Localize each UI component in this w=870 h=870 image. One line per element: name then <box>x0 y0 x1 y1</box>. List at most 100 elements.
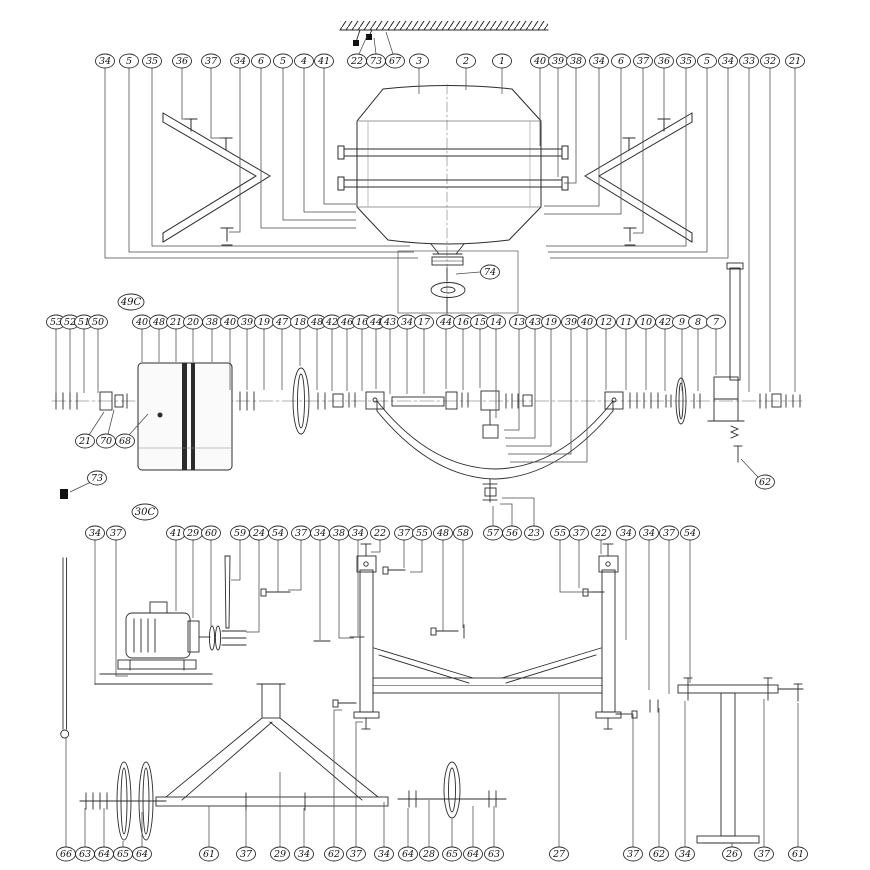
balloon-label: 28 <box>422 849 435 860</box>
balloon-ellipse <box>456 53 476 69</box>
balloon-ellipse <box>633 53 653 69</box>
balloon-ellipse <box>549 846 569 862</box>
balloon-label: 36 <box>176 56 188 67</box>
balloon-ellipse <box>75 433 95 449</box>
part-balloon-13: 13 <box>509 314 529 330</box>
part-balloon-35: 35 <box>676 53 696 69</box>
balloon-label: 40 <box>580 317 593 328</box>
balloon-ellipse <box>270 846 290 862</box>
balloon-label: 54 <box>272 528 284 539</box>
ground-hatch <box>339 21 549 46</box>
part-balloon-40: 40 <box>530 53 550 69</box>
balloon-label: 37 <box>110 528 123 539</box>
part-balloon-57: 57 <box>483 525 503 541</box>
balloon-ellipse <box>453 525 473 541</box>
leader-line <box>323 68 356 205</box>
bracket-bolt <box>623 227 637 246</box>
axle-shaft <box>391 396 445 407</box>
balloon-label: 6 <box>618 56 624 67</box>
balloon-ellipse <box>142 53 162 69</box>
part-balloon-34: 34 <box>397 314 417 330</box>
part-balloon-22: 22 <box>591 525 611 541</box>
leader-line <box>544 68 600 207</box>
balloon-ellipse <box>486 314 506 330</box>
part-balloon-64: 64 <box>463 846 483 862</box>
part-balloon-37: 37 <box>754 846 774 862</box>
leader-line <box>338 540 354 639</box>
balloon-label: 58 <box>457 528 469 539</box>
balloon-label: 29 <box>273 849 286 860</box>
part-balloon-39: 39 <box>561 314 581 330</box>
part-balloon-2: 2 <box>456 53 476 69</box>
balloon-label: 61 <box>203 849 215 860</box>
balloon-label: 34 <box>401 317 413 328</box>
balloon-ellipse <box>132 846 152 862</box>
balloon-label: 24 <box>252 528 265 539</box>
part-balloon-48: 48 <box>433 525 453 541</box>
balloon-ellipse <box>117 293 145 311</box>
part-balloon-34: 34 <box>639 525 659 541</box>
balloon-ellipse <box>718 53 738 69</box>
part-balloon-34: 34 <box>374 846 394 862</box>
balloon-ellipse <box>569 525 589 541</box>
part-balloon-67: 67 <box>385 53 405 69</box>
part-balloon-40: 40 <box>577 314 597 330</box>
part-balloon-61: 61 <box>788 846 808 862</box>
part-balloon-38: 38 <box>329 525 349 541</box>
balloon-label: 65 <box>446 849 458 860</box>
leader-line <box>288 540 302 591</box>
leader-line <box>508 329 572 455</box>
terminal-box <box>149 601 168 614</box>
balloon-ellipse <box>589 53 609 69</box>
balloon-label: 34 <box>620 528 632 539</box>
leader-line <box>210 68 224 139</box>
leader-line <box>181 68 189 120</box>
balloon-label: 37 <box>758 849 771 860</box>
part-balloon-6: 6 <box>611 53 631 69</box>
balloon-label: 49C <box>120 297 142 308</box>
leader-line <box>455 271 481 275</box>
part-balloon-48: 48 <box>149 314 169 330</box>
balloon-ellipse <box>524 525 544 541</box>
part-balloon-23: 23 <box>524 525 544 541</box>
right-bracket <box>584 112 693 246</box>
balloon-label: 37 <box>205 56 218 67</box>
balloon-label: 37 <box>627 849 640 860</box>
wheels-left <box>79 761 167 841</box>
part-balloon-41: 41 <box>166 525 186 541</box>
handle-center-fitting <box>482 424 499 439</box>
balloon-label: 35 <box>680 56 692 67</box>
balloon-label: 14 <box>490 317 502 328</box>
balloon-label: 22 <box>594 528 607 539</box>
balloon-label: 16 <box>356 317 368 328</box>
part-balloon-68: 68 <box>115 433 135 449</box>
balloon-label: 43 <box>528 317 541 328</box>
wheel <box>116 761 132 841</box>
leader-line <box>506 329 552 447</box>
part-balloon-55: 55 <box>412 525 432 541</box>
part-balloon-28: 28 <box>419 846 439 862</box>
balloon-label: 61 <box>792 849 804 860</box>
balloon-ellipse <box>541 314 561 330</box>
balloon-label: 39 <box>241 317 253 328</box>
balloon-ellipse <box>706 314 726 330</box>
part-balloon-64: 64 <box>94 846 114 862</box>
part-balloon-34: 34 <box>348 525 368 541</box>
part-balloon-9: 9 <box>672 314 692 330</box>
balloon-label: 62 <box>328 849 340 860</box>
part-balloon-41: 41 <box>314 53 334 69</box>
balloon-ellipse <box>676 53 696 69</box>
balloon-label: 40 <box>223 317 236 328</box>
part-balloon-38: 38 <box>202 314 222 330</box>
balloon-label: 34 <box>352 528 364 539</box>
balloon-label: 74 <box>484 267 496 278</box>
t-bolt <box>622 137 636 151</box>
balloon-label: 34 <box>593 56 605 67</box>
balloon-ellipse <box>385 53 405 69</box>
part-balloon-73: 73 <box>366 53 386 69</box>
drum-bar-upper <box>343 148 563 157</box>
spring-washer <box>729 425 740 439</box>
part-balloon-37: 37 <box>346 846 366 862</box>
part-balloon-6: 6 <box>251 53 271 69</box>
